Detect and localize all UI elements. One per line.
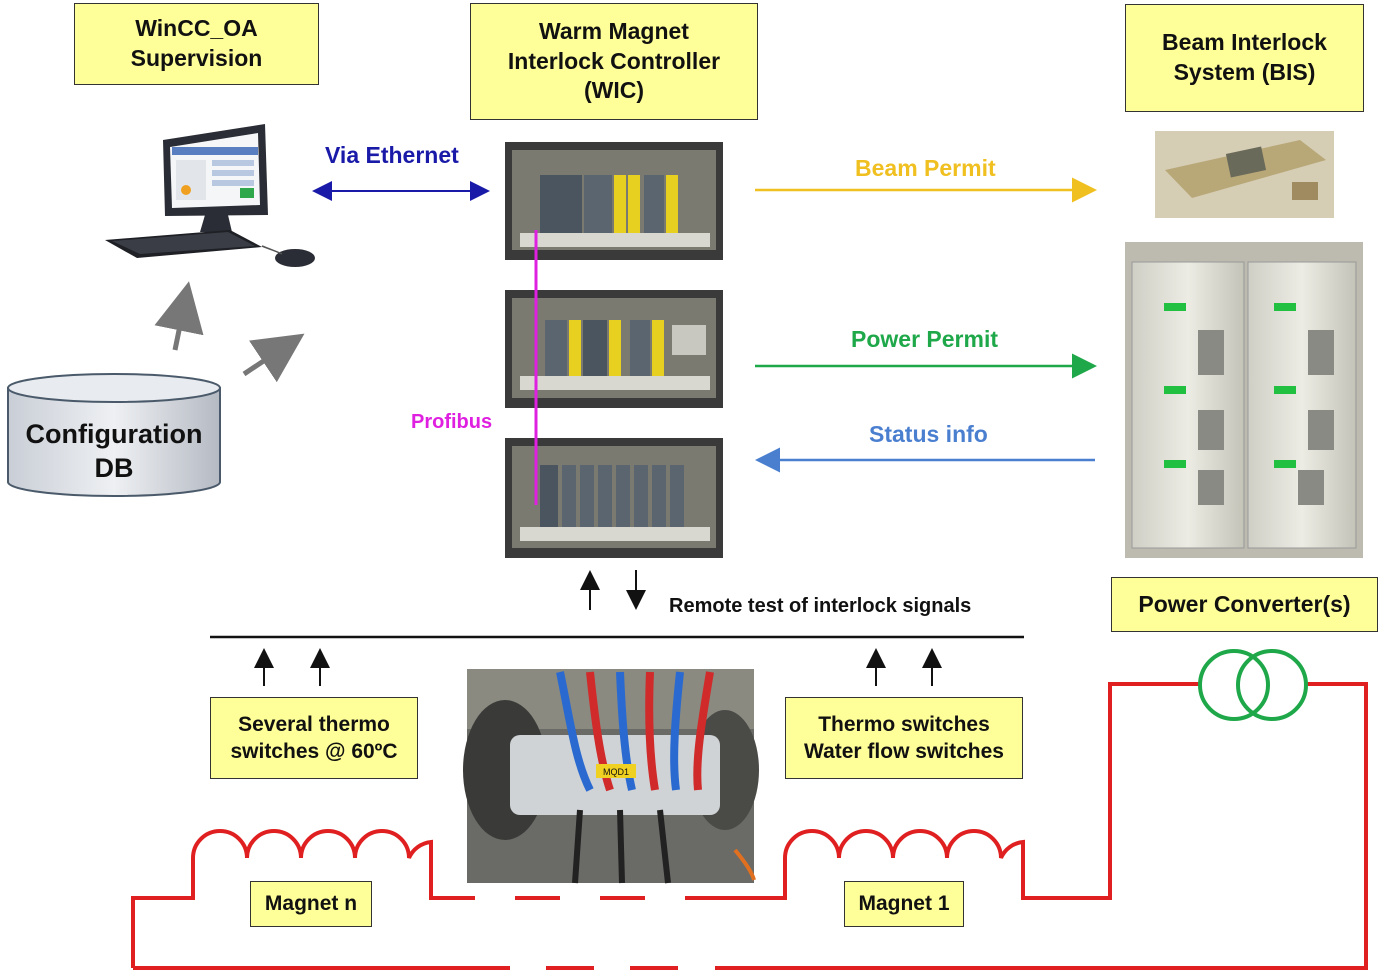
computer-workstation-icon (105, 124, 315, 267)
thermo-left-line1: Several thermo (238, 712, 390, 736)
power-converter-label: Power Converter(s) (1138, 590, 1351, 617)
magnet-photo: MQD1 (463, 669, 759, 884)
database-cylinder-icon (7, 373, 221, 497)
wincc-line1: WinCC_OA (135, 15, 258, 42)
beam-permit-label: Beam Permit (855, 155, 996, 181)
mqd-tag: MQD1 (603, 767, 629, 777)
magnet-n-box: Magnet n (250, 881, 372, 927)
wincc-line2: Supervision (130, 45, 263, 71)
magnet-n-label: Magnet n (264, 892, 358, 916)
database-line2: DB (94, 452, 134, 483)
thermo-left-box: Several thermo switches @ 60ºC (210, 697, 418, 779)
db-to-computer-arrow-1 (154, 281, 204, 351)
via-ethernet-label: Via Ethernet (325, 142, 459, 168)
plc-rack-photo (505, 142, 723, 260)
database-label: Configuration DB (8, 418, 220, 486)
wic-line1: Warm Magnet (539, 17, 689, 44)
thermo-left-line2: switches @ 60ºC (230, 740, 398, 763)
wic-box: Warm Magnet Interlock Controller (WIC) (470, 3, 758, 120)
wic-line2: Interlock Controller (507, 47, 721, 74)
plc-rack-photo (505, 438, 723, 558)
plc-rack-photo (505, 290, 723, 408)
profibus-label: Profibus (411, 411, 493, 433)
transformer-symbol-icon (1198, 649, 1308, 721)
thermo-right-line2: Water flow switches (804, 740, 1004, 763)
thermo-right-box: Thermo switches Water flow switches (785, 697, 1023, 779)
bis-line2: System (BIS) (1173, 59, 1316, 85)
db-to-computer-arrow-2 (242, 333, 305, 383)
remote-test-label: Remote test of interlock signals (669, 595, 972, 617)
magnet-1-box: Magnet 1 (844, 881, 964, 927)
power-converter-cabinet-photo (1125, 242, 1363, 558)
bis-line1: Beam Interlock (1162, 29, 1327, 56)
status-info-label: Status info (869, 421, 988, 447)
power-permit-label: Power Permit (851, 326, 998, 352)
power-converter-box: Power Converter(s) (1111, 577, 1378, 632)
magnet-1-label: Magnet 1 (858, 892, 950, 916)
wic-line3: (WIC) (583, 77, 645, 104)
bis-module-photo (1155, 131, 1334, 218)
bis-box: Beam Interlock System (BIS) (1125, 4, 1364, 112)
wincc-supervision-box: WinCC_OA Supervision (74, 3, 319, 85)
database-line1: Configuration (25, 419, 203, 449)
magnet-circuit (131, 682, 1368, 970)
thermo-right-line1: Thermo switches (818, 712, 990, 736)
